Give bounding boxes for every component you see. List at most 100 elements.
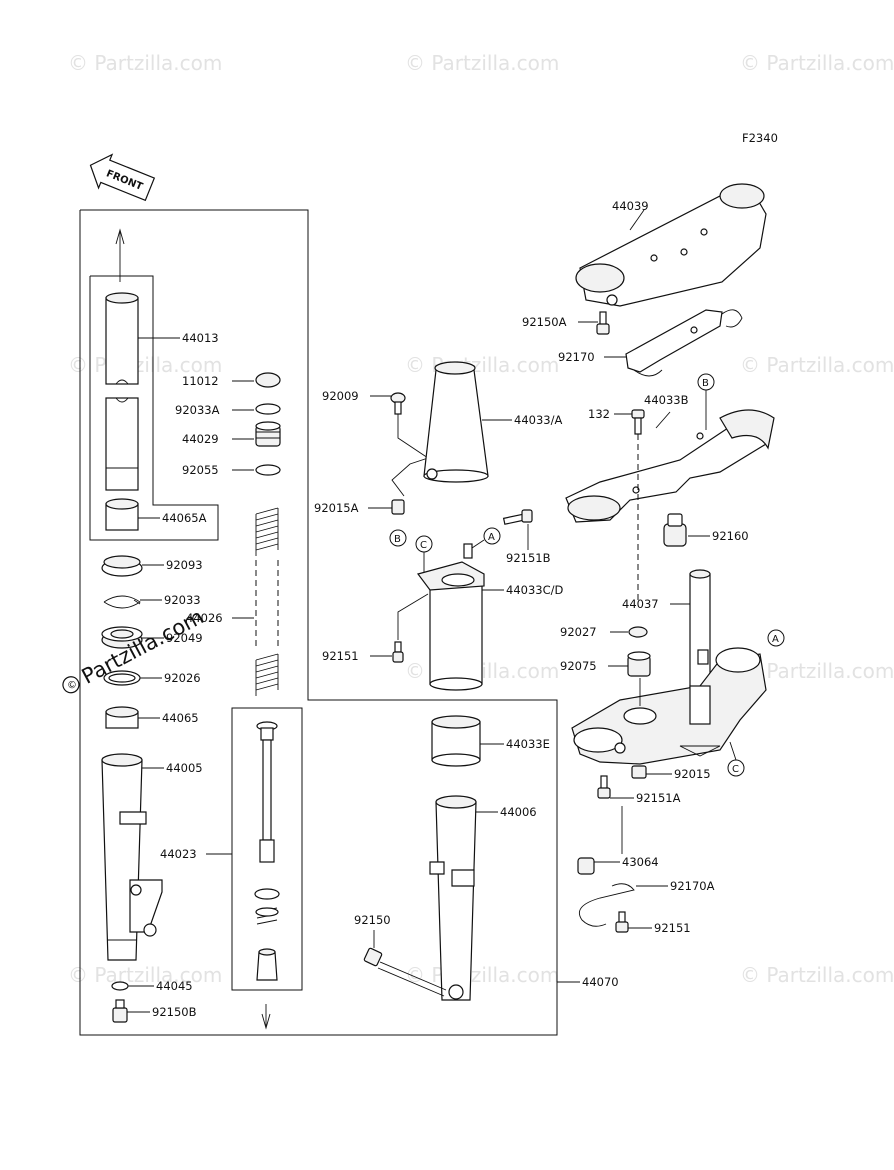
arrow-head-icon [261, 1013, 271, 1030]
copyright-icon: © [66, 678, 80, 692]
spring-44026 [255, 507, 279, 696]
label-44033CD: 44033C/D [506, 583, 563, 597]
label-132: 132 [588, 407, 610, 421]
label-92170: 92170 [558, 350, 595, 364]
bolt-92150A [596, 311, 610, 335]
watermark: © Partzilla.com [68, 353, 222, 377]
label-92075: 92075 [560, 659, 597, 673]
watermark: © Partzilla.com [740, 659, 894, 683]
label-44033A: 44033/A [514, 413, 562, 427]
sleeve-44033E [431, 715, 481, 767]
label-92151-right: 92151 [654, 921, 691, 935]
label-44029: 44029 [182, 432, 219, 446]
plug-44029 [255, 421, 281, 447]
label-11012: 11012 [182, 374, 219, 388]
label-92055: 92055 [182, 463, 219, 477]
oring-92055 [255, 464, 281, 476]
label-44065: 44065 [162, 711, 199, 725]
cap-11012 [255, 372, 281, 388]
label-92170A: 92170A [670, 879, 715, 893]
outer-tube-44005 [101, 753, 163, 961]
bolt-132 [631, 409, 645, 435]
top-bracket-44039 [575, 183, 767, 307]
label-92027: 92027 [560, 625, 597, 639]
watermark: © Partzilla.com [68, 963, 222, 987]
label-44045: 44045 [156, 979, 193, 993]
ref-c-label: C [732, 764, 739, 775]
figure-code: F2340 [742, 131, 778, 145]
label-44005: 44005 [166, 761, 203, 775]
label-92151B: 92151B [506, 551, 551, 565]
label-44023: 44023 [160, 847, 197, 861]
ring-92033A [255, 403, 281, 415]
label-92093: 92093 [166, 558, 203, 572]
ref-c-label: C [420, 540, 427, 551]
watermark: © Partzilla.com [740, 51, 894, 75]
washer-92027 [628, 626, 648, 638]
label-44006: 44006 [500, 805, 537, 819]
damper-rod-44023 [254, 721, 280, 981]
label-44070: 44070 [582, 975, 619, 989]
bushing-44065 [105, 706, 139, 729]
label-92151-middle: 92151 [322, 649, 359, 663]
damper-92075 [627, 651, 651, 677]
fork-tube-44013 [105, 292, 139, 491]
ref-b-label: B [702, 378, 709, 389]
nut-92015A [391, 499, 405, 515]
grommet-92160 [663, 513, 687, 547]
label-92033: 92033 [164, 593, 201, 607]
outer-tube-44006 [429, 795, 477, 1001]
watermark: © Partzilla.com [405, 353, 559, 377]
label-92009: 92009 [322, 389, 359, 403]
bolt-92151-middle [392, 641, 404, 663]
watermark: © Partzilla.com [405, 963, 559, 987]
label-92150B: 92150B [152, 1005, 197, 1019]
label-92151A: 92151A [636, 791, 681, 805]
ref-a-label: A [488, 532, 495, 543]
ref-b-bubble [389, 529, 407, 547]
lower-triple-clamp [571, 647, 767, 765]
label-44037: 44037 [622, 597, 659, 611]
grommet-43064 [577, 857, 595, 875]
ref-a-label: A [772, 634, 779, 645]
label-44033E: 44033E [506, 737, 550, 751]
cover-bracket-44033B [565, 409, 775, 523]
label-92026: 92026 [164, 671, 201, 685]
label-92015: 92015 [674, 767, 711, 781]
fork-cover-44033A [423, 361, 489, 483]
label-44065A: 44065A [162, 511, 207, 525]
watermark: © Partzilla.com [740, 963, 894, 987]
guide-line [391, 414, 430, 497]
label-43064: 43064 [622, 855, 659, 869]
bushing-44065A [105, 498, 139, 531]
label-44039: 44039 [612, 199, 649, 213]
watermark: © Partzilla.com [405, 51, 559, 75]
label-92150: 92150 [354, 913, 391, 927]
bolt-92151A [597, 775, 611, 799]
washer-44045 [111, 981, 129, 991]
cartridge-subframe [89, 275, 219, 541]
watermark-layer: © Partzilla.com © Partzilla.com © Partzi… [68, 51, 894, 987]
watermark: © Partzilla.com [68, 51, 222, 75]
ref-b-label: B [394, 534, 401, 545]
clip-92170A [578, 883, 635, 927]
seal-92093 [101, 555, 143, 577]
arrow-head-icon [115, 228, 125, 245]
clip-92033 [103, 595, 141, 609]
label-44033B: 44033B [644, 393, 689, 407]
label-44026: 44026 [186, 611, 223, 625]
label-92015A: 92015A [314, 501, 359, 515]
screw-92009 [390, 392, 406, 415]
clamp-92170 [625, 309, 743, 377]
label-92049: 92049 [166, 631, 203, 645]
front-arrow-icon: FRONT [89, 153, 156, 202]
bolt-92150 [363, 947, 447, 997]
ref-a-bubble [483, 527, 501, 545]
seal-92049 [101, 626, 143, 649]
bolt-92150B [112, 999, 128, 1023]
fork-cover-44033CD [416, 543, 485, 691]
label-44013: 44013 [182, 331, 219, 345]
label-92033A: 92033A [175, 403, 220, 417]
ref-a-bubble [767, 629, 785, 647]
